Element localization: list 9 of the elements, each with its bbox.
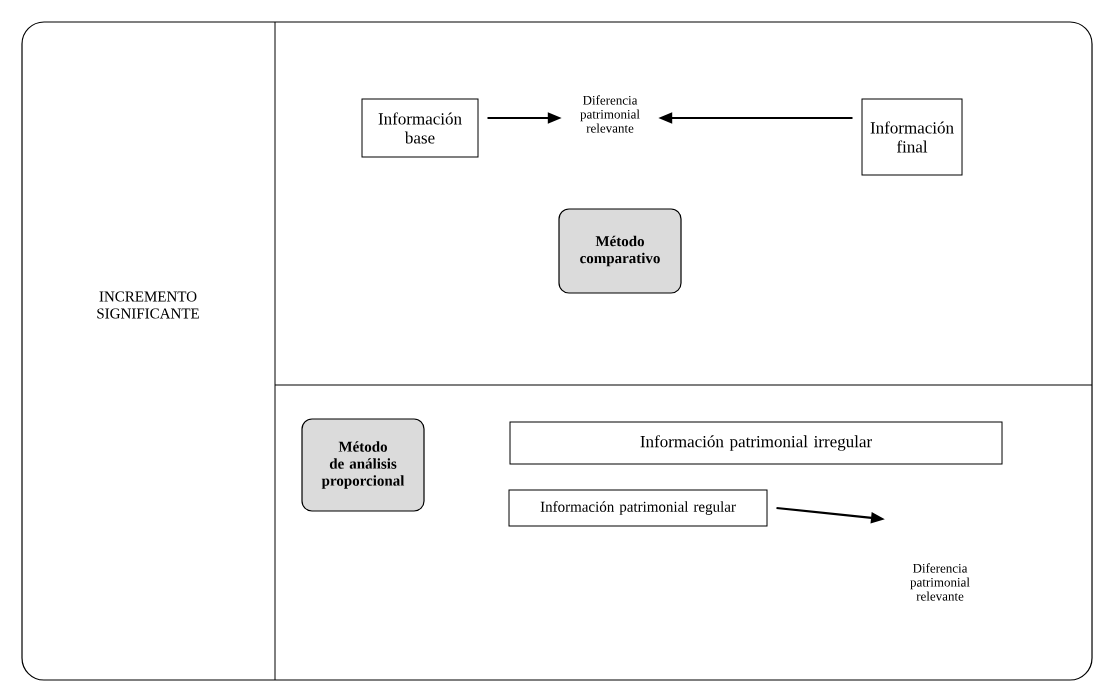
process-box: Información base — [361, 98, 479, 158]
method-box: Método de análisis proporcional — [301, 418, 425, 512]
label-text: Diferencia patrimonial relevante — [910, 563, 970, 601]
label-text: INCREMENTO SIGNIFICANTE — [97, 291, 199, 319]
process-box: Información final — [861, 98, 963, 176]
process-box: Información patrimonial regular — [508, 489, 768, 527]
method-box: Método comparativo — [558, 208, 682, 294]
process-box: Información patrimonial irregular — [509, 421, 1003, 465]
label-text: Diferencia patrimonial relevante — [580, 95, 640, 133]
